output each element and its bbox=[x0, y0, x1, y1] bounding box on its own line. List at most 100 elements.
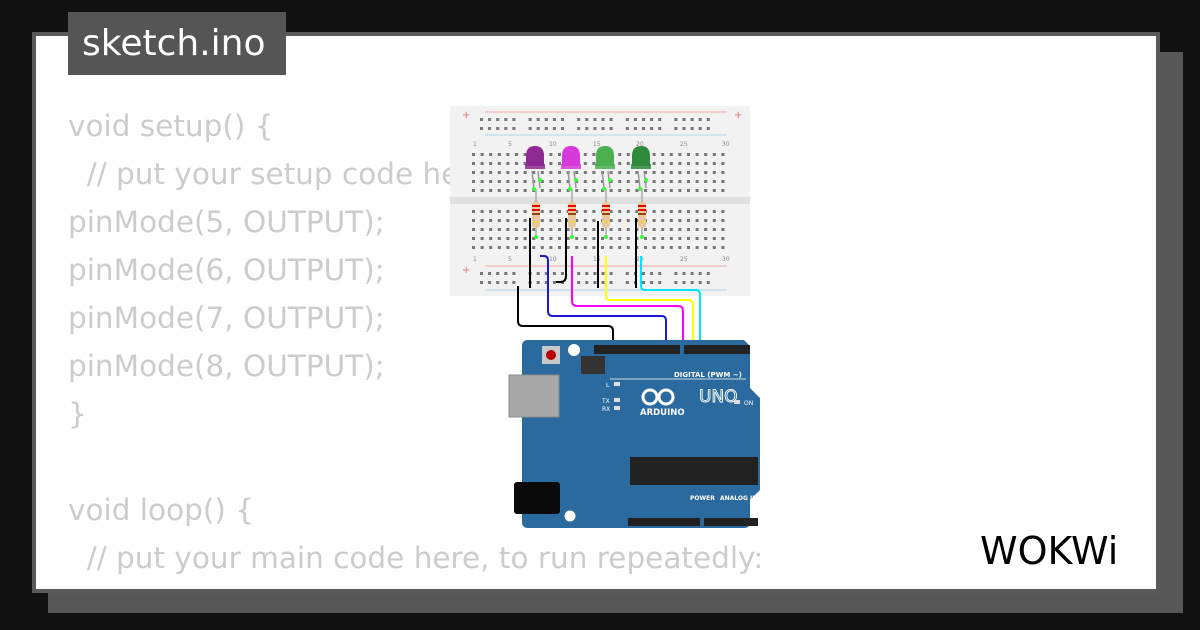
breadboard-hole bbox=[506, 189, 510, 192]
column-label: 30 bbox=[722, 141, 730, 148]
breadboard-hole bbox=[669, 210, 673, 213]
breadboard-hole bbox=[618, 171, 622, 174]
code-line: digitalWrite(5, 0); bbox=[68, 582, 763, 589]
led-darkgreen[interactable] bbox=[631, 146, 651, 191]
breadboard-hole bbox=[558, 219, 561, 222]
rail-plus-label: + bbox=[734, 110, 742, 121]
breadboard-hole bbox=[687, 210, 690, 213]
breadboard-hole bbox=[652, 228, 656, 231]
breadboard-hole bbox=[506, 210, 510, 213]
breadboard-hole bbox=[678, 210, 682, 213]
breadboard-hole bbox=[695, 189, 699, 192]
breadboard-hole bbox=[712, 171, 716, 174]
breadboard-hole bbox=[678, 219, 682, 222]
column-label: 5 bbox=[508, 141, 512, 148]
breadboard-hole bbox=[644, 171, 647, 174]
breadboard-hole bbox=[721, 189, 725, 192]
breadboard-hole bbox=[674, 127, 678, 130]
mount-hole bbox=[564, 510, 576, 522]
breadboard-hole bbox=[523, 171, 527, 174]
breadboard-hole bbox=[489, 180, 493, 183]
breadboard-hole bbox=[497, 246, 501, 249]
breadboard-hole bbox=[544, 127, 548, 130]
breadboard-hole bbox=[609, 272, 613, 275]
breadboard-hole bbox=[609, 171, 613, 174]
breadboard-hole bbox=[593, 281, 597, 284]
breadboard-hole bbox=[583, 153, 587, 156]
led-purple[interactable] bbox=[525, 146, 545, 191]
breadboard-hole bbox=[504, 272, 508, 275]
breadboard-hole bbox=[472, 171, 475, 174]
breadboard-hole bbox=[625, 281, 629, 284]
breadboard-hole bbox=[523, 210, 527, 213]
breadboard-hole bbox=[706, 281, 710, 284]
breadboard-hole bbox=[669, 171, 673, 174]
breadboard-hole bbox=[558, 237, 561, 240]
breadboard-hole bbox=[626, 210, 630, 213]
breadboard-hole bbox=[674, 118, 678, 121]
breadboard-hole bbox=[695, 210, 699, 213]
breadboard-hole bbox=[592, 210, 596, 213]
breadboard-hole bbox=[472, 153, 475, 156]
breadboard-hole bbox=[609, 219, 613, 222]
breadboard-hole bbox=[532, 228, 536, 231]
arduino-brand: ARDUINO bbox=[640, 408, 685, 418]
wokwi-logo: WOKWi bbox=[980, 529, 1118, 573]
breadboard-hole bbox=[583, 171, 587, 174]
breadboard-hole bbox=[583, 228, 587, 231]
resistor[interactable] bbox=[532, 189, 540, 239]
breadboard-hole bbox=[592, 180, 596, 183]
breadboard-hole bbox=[593, 118, 597, 121]
breadboard-hole bbox=[642, 281, 645, 284]
file-tab[interactable]: sketch.ino bbox=[68, 12, 286, 75]
breadboard-hole bbox=[472, 246, 475, 249]
breadboard-hole bbox=[504, 127, 508, 130]
breadboard-hole bbox=[661, 171, 665, 174]
breadboard-hole bbox=[687, 228, 690, 231]
breadboard-hole bbox=[687, 237, 690, 240]
breadboard-hole bbox=[585, 118, 589, 121]
breadboard-hole bbox=[669, 237, 673, 240]
breadboard-hole bbox=[575, 246, 579, 249]
breadboard-hole bbox=[678, 237, 682, 240]
led-label-on: ON bbox=[744, 400, 753, 407]
breadboard-hole bbox=[593, 127, 597, 130]
resistor[interactable] bbox=[568, 189, 576, 239]
breadboard-hole bbox=[523, 189, 527, 192]
breadboard-hole bbox=[593, 272, 597, 275]
breadboard-hole bbox=[609, 127, 613, 130]
breadboard-hole bbox=[712, 219, 716, 222]
breadboard-hole bbox=[558, 180, 561, 183]
breadboard-hole bbox=[652, 237, 656, 240]
resistor[interactable] bbox=[638, 189, 646, 239]
breadboard-hole bbox=[592, 153, 596, 156]
breadboard-hole bbox=[652, 246, 656, 249]
breadboard-hole bbox=[592, 228, 596, 231]
breadboard-hole bbox=[489, 153, 493, 156]
breadboard-hole bbox=[682, 281, 686, 284]
breadboard-hole bbox=[480, 281, 483, 284]
breadboard-hole bbox=[566, 180, 570, 183]
breadboard-hole bbox=[695, 180, 699, 183]
breadboard-hole bbox=[480, 246, 484, 249]
breadboard-hole bbox=[515, 171, 518, 174]
breadboard-hole bbox=[601, 189, 604, 192]
breadboard-hole bbox=[561, 272, 564, 275]
breadboard-hole bbox=[704, 219, 708, 222]
led-green[interactable] bbox=[595, 146, 615, 191]
breadboard-hole bbox=[704, 180, 708, 183]
breadboard-hole bbox=[506, 171, 510, 174]
breadboard-hole bbox=[682, 272, 686, 275]
breadboard-hole bbox=[472, 180, 475, 183]
led-tx bbox=[614, 398, 620, 402]
breadboard-hole bbox=[585, 127, 589, 130]
breadboard-hole bbox=[480, 219, 484, 222]
breadboard-hole bbox=[532, 237, 536, 240]
led-magenta[interactable] bbox=[561, 146, 581, 191]
arduino-uno: DIGITAL (PWM ~) UNO ARDUINO POWER ANALOG… bbox=[508, 340, 776, 528]
breadboard-hole bbox=[695, 171, 699, 174]
breadboard-hole bbox=[523, 180, 527, 183]
breadboard-hole bbox=[480, 127, 483, 130]
resistor[interactable] bbox=[602, 189, 610, 239]
power-label: POWER bbox=[690, 495, 715, 502]
